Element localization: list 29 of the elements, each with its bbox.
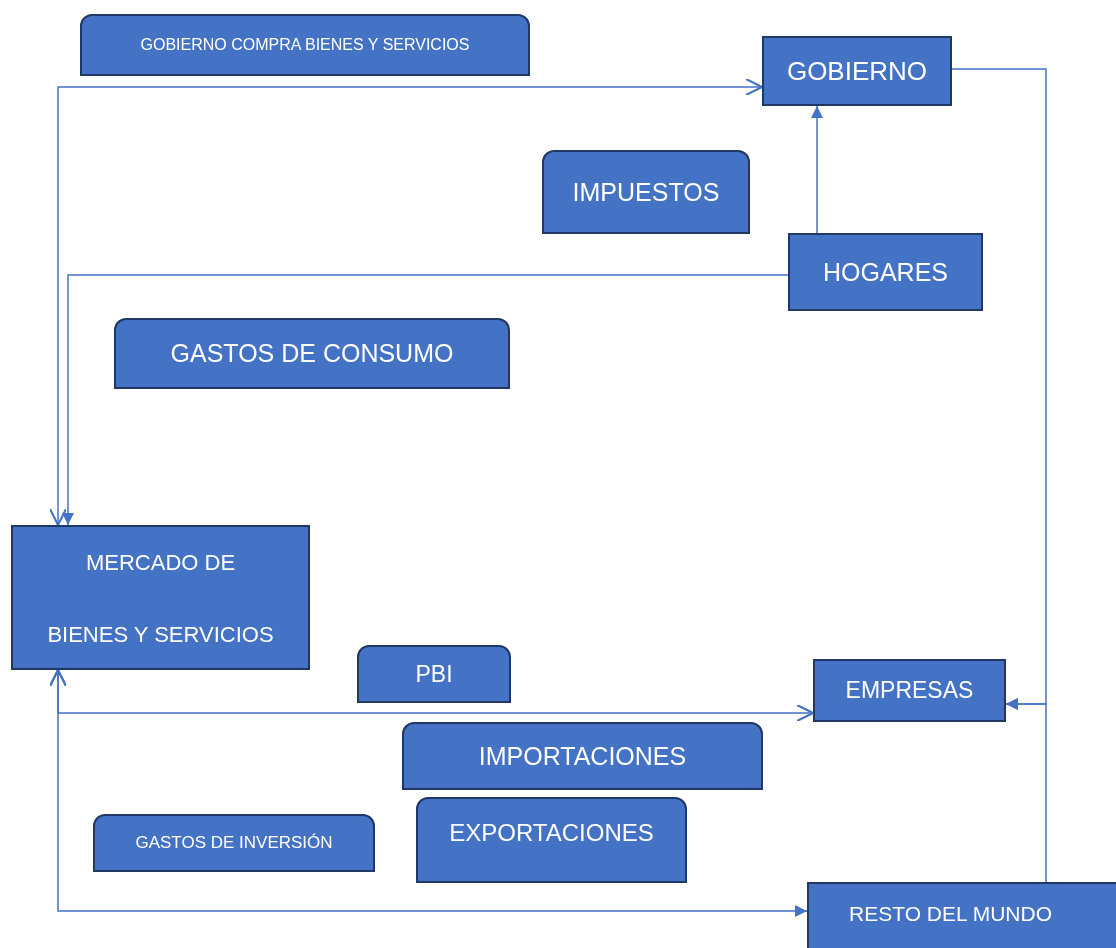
label-box	[416, 797, 687, 883]
arrow	[811, 105, 823, 234]
label-box	[114, 318, 510, 389]
arrow	[48, 77, 764, 527]
label-box	[80, 14, 530, 76]
label-box	[402, 722, 763, 790]
node-label: IMPORTACIONES	[478, 741, 687, 771]
node-label: GASTOS DE INVERSIÓN	[135, 833, 333, 853]
arrow	[48, 668, 808, 917]
arrow	[62, 274, 789, 526]
node-label: EXPORTACIONES	[449, 819, 654, 847]
node-label: IMPUESTOS	[572, 177, 720, 207]
process-box	[813, 659, 1006, 722]
process-box	[11, 525, 310, 670]
node-label: GOBIERNO	[786, 55, 928, 87]
label-box	[93, 814, 375, 872]
node-label: HOGARES	[823, 257, 948, 287]
node-label: PBI	[415, 660, 453, 688]
process-box	[807, 882, 1116, 948]
node-label: RESTO DEL MUNDO	[849, 902, 1053, 926]
node-label: EMPRESAS	[845, 677, 974, 704]
label-box	[357, 645, 511, 703]
node-label: MERCADO DE BIENES Y SERVICIOS	[47, 549, 274, 649]
node-label: GASTOS DE CONSUMO	[170, 339, 454, 368]
process-box	[762, 36, 952, 106]
node-label: GOBIERNO COMPRA BIENES Y SERVICIOS	[140, 36, 470, 54]
process-box	[788, 233, 983, 311]
arrow	[1005, 698, 1047, 883]
label-box	[542, 150, 750, 234]
